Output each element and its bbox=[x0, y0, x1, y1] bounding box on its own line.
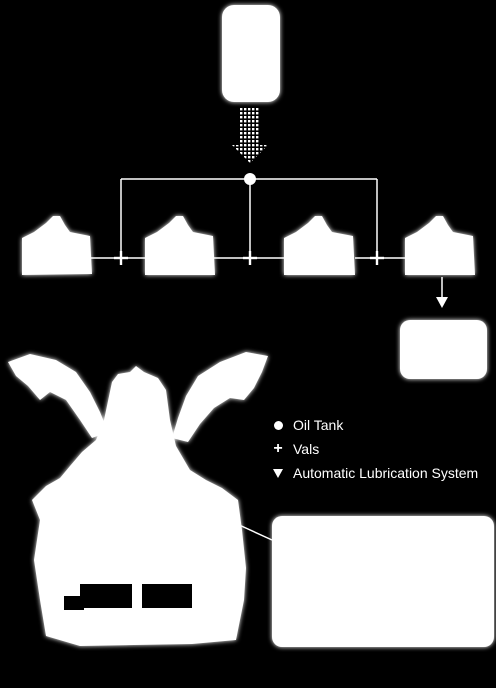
pump-unit-1 bbox=[22, 216, 92, 275]
oil-tank-junction bbox=[244, 173, 256, 185]
triangle-down-icon bbox=[270, 468, 286, 478]
legend-oil-tank-label: Oil Tank bbox=[293, 417, 344, 433]
valve-plus-2 bbox=[243, 251, 257, 265]
legend-vals-label: Vals bbox=[293, 441, 320, 457]
pump-unit-4 bbox=[405, 216, 475, 275]
machine-cutouts bbox=[64, 584, 192, 610]
flow-arrow bbox=[232, 108, 268, 163]
valve-markers bbox=[114, 251, 384, 265]
pump-unit-3 bbox=[284, 216, 355, 275]
machine-silhouette bbox=[8, 352, 268, 646]
valve-plus-1 bbox=[114, 251, 128, 265]
lubrication-arrow bbox=[436, 297, 448, 308]
valve-plus-3 bbox=[370, 251, 384, 265]
legend-auto-lube: Automatic Lubrication System bbox=[270, 461, 478, 485]
oil-tank-dot-icon bbox=[270, 420, 286, 430]
legend-auto-lube-label: Automatic Lubrication System bbox=[293, 465, 479, 481]
oil-tank bbox=[222, 5, 280, 102]
pump-unit-2 bbox=[145, 216, 215, 275]
lubrication-box bbox=[400, 320, 487, 379]
info-box bbox=[272, 516, 494, 647]
legend-vals: + Vals bbox=[270, 437, 478, 461]
plus-icon: + bbox=[273, 440, 283, 457]
legend-oil-tank: Oil Tank bbox=[270, 413, 478, 437]
legend: Oil Tank + Vals Automatic Lubrication Sy… bbox=[270, 413, 478, 485]
